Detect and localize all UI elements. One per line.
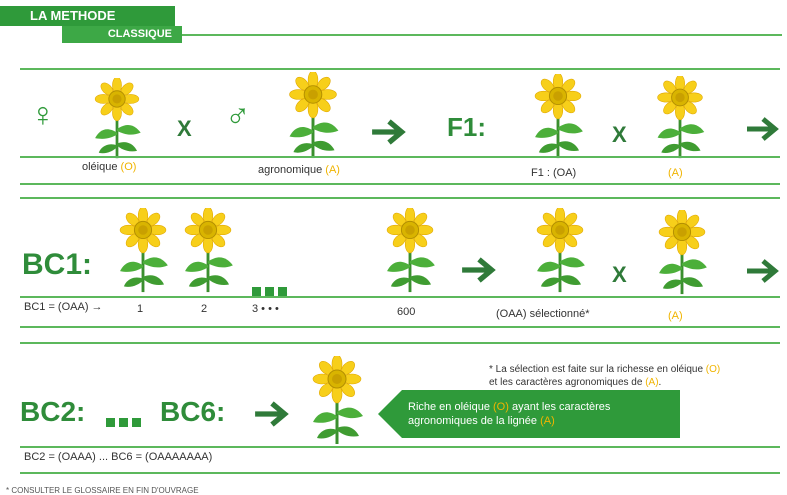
arrow-right-icon	[745, 258, 781, 284]
female-symbol-icon: ♀	[30, 96, 56, 134]
ellipsis-squares	[106, 414, 145, 432]
sunflower-icon	[178, 208, 238, 294]
row3-bottom-rule	[20, 472, 780, 474]
arrow-right-icon	[253, 400, 291, 428]
count-1: 1	[137, 303, 144, 315]
row2-label-rule	[20, 296, 780, 298]
section-title: LA METHODE	[0, 6, 175, 26]
section-subtitle: CLASSIQUE	[62, 26, 182, 43]
cross-symbol: X	[177, 116, 192, 141]
selection-note: * La sélection est faite sur la richesse…	[489, 364, 721, 388]
row1-bottom-rule	[20, 183, 780, 185]
sunflower-icon	[528, 74, 588, 160]
sunflower-icon	[305, 356, 369, 446]
cross-symbol: X	[612, 262, 627, 287]
sunflower-icon	[88, 78, 146, 160]
callout-arrow-shape	[378, 390, 680, 438]
label-a: (A)	[668, 167, 683, 179]
callout-line1: Riche en oléique	[408, 401, 490, 413]
footer-note: * CONSULTER LE GLOSSAIRE EN FIN D'OUVRAG…	[6, 486, 199, 495]
count-600: 600	[397, 306, 416, 318]
label-oleique: oléique (O)	[82, 161, 137, 173]
cross-symbol: X	[612, 122, 627, 147]
ellipsis-squares	[252, 283, 291, 301]
label-selected: (OAA) sélectionné*	[496, 308, 590, 320]
row1-label-rule	[20, 156, 780, 158]
arrow-right-icon	[370, 118, 408, 146]
result-callout: Riche en oléique (O) ayant les caractère…	[378, 390, 680, 438]
bc1-heading: BC1:	[22, 248, 93, 281]
label-a: (A)	[668, 310, 683, 322]
bc6-heading: BC6:	[160, 396, 226, 427]
row3-top-rule	[20, 342, 780, 344]
arrow-right-icon	[460, 256, 498, 284]
sunflower-icon	[530, 208, 590, 294]
row2-top-rule	[20, 197, 780, 199]
header-rule	[182, 34, 782, 36]
row1-top-rule	[20, 68, 780, 70]
male-symbol-icon: ♂	[225, 96, 251, 134]
sunflower-icon	[380, 208, 440, 294]
callout-line2: agronomiques de la lignée	[408, 415, 538, 427]
sunflower-icon	[650, 76, 710, 160]
sunflower-icon	[113, 208, 173, 294]
row2-bottom-rule	[20, 326, 780, 328]
count-3: 3 • • •	[252, 303, 279, 315]
bc2-heading: BC2:	[20, 396, 86, 427]
arrow-right-icon	[745, 116, 781, 142]
bc-formula: BC2 = (OAAA) ... BC6 = (OAAAAAAA)	[24, 451, 213, 463]
f1-heading: F1:	[447, 112, 486, 142]
count-2: 2	[201, 303, 208, 315]
sunflower-icon	[282, 72, 344, 160]
label-agronomique: agronomique (A)	[258, 164, 340, 176]
bc1-formula: BC1 = (OAA) →	[24, 301, 103, 313]
sunflower-icon	[652, 210, 712, 296]
row3-label-rule	[20, 446, 780, 448]
label-f1: F1 : (OA)	[531, 167, 577, 179]
